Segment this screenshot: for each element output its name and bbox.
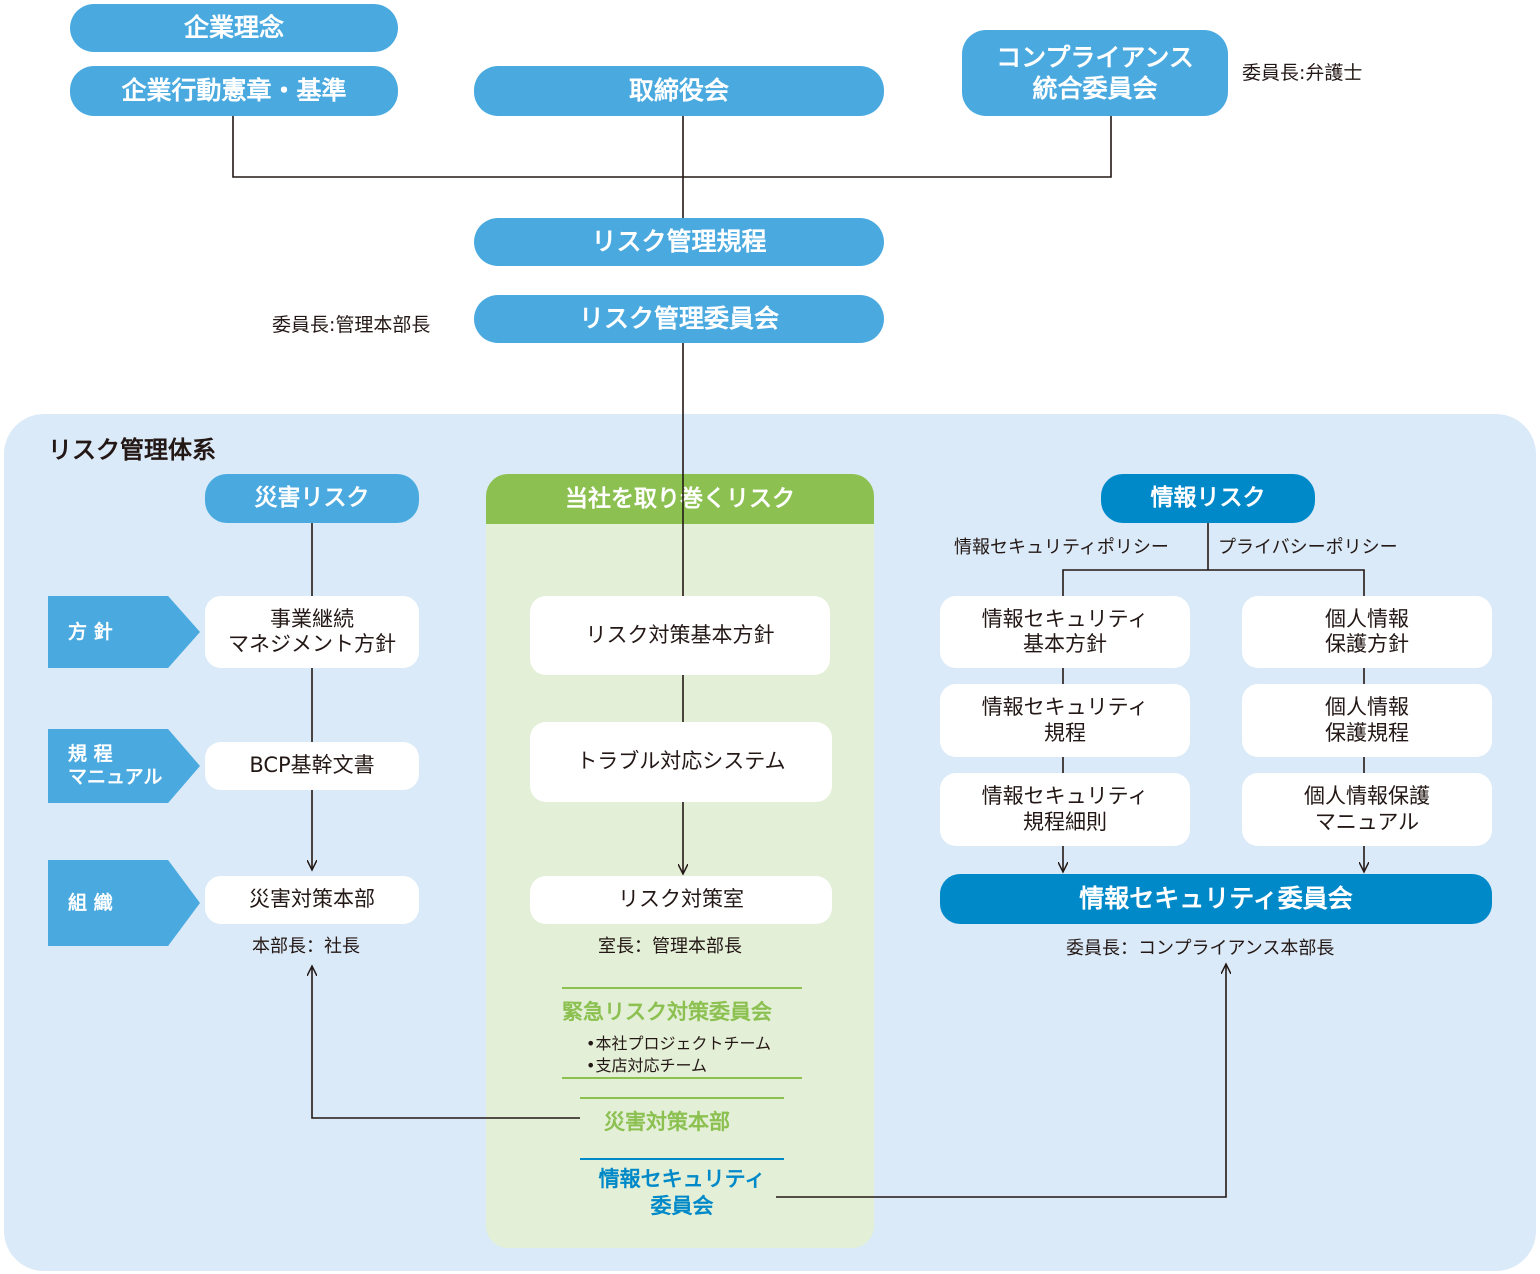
- infosec-rules-box: 情報セキュリティ 規程: [940, 684, 1190, 757]
- infosec-committee-chair-text: 委員長：コンプライアンス本部長: [1066, 938, 1335, 959]
- info-risk-header-label: 情報リスク: [1150, 485, 1266, 512]
- trouble-system-label: トラブル対応システム: [576, 749, 786, 774]
- bcp-document-box: BCP基幹文書: [205, 742, 419, 790]
- infosec-committee-box: 情報セキュリティ委員会: [940, 874, 1492, 924]
- privacy-manual-box: 個人情報保護 マニュアル: [1242, 773, 1492, 846]
- tag-policy: 方 針: [48, 596, 200, 668]
- privacy-policy-text: プライバシーポリシー: [1218, 537, 1398, 558]
- company-risk-header-label: 当社を取り巻くリスク: [565, 485, 795, 512]
- infosec-rules-label: 情報セキュリティ 規程: [981, 695, 1149, 745]
- risk-office-box: リスク対策室: [530, 876, 832, 924]
- privacy-rules-box: 個人情報 保護規程: [1242, 684, 1492, 757]
- privacy-policy-box: 個人情報 保護方針: [1242, 596, 1492, 668]
- risk-office-chair-text: 室長：管理本部長: [598, 936, 742, 957]
- tag-rules-manual: 規 程 マニュアル: [48, 729, 200, 803]
- risk-basic-policy-label: リスク対策基本方針: [585, 622, 775, 647]
- disaster-policy-label: 事業継続 マネジメント方針: [228, 606, 396, 656]
- center-infosec-committee-text: 情報セキュリティ 委員会: [598, 1167, 766, 1219]
- tag-organization: 組 織: [48, 860, 200, 946]
- infosec-policy-text: 情報セキュリティポリシー: [954, 537, 1169, 558]
- disaster-policy-box: 事業継続 マネジメント方針: [205, 596, 419, 668]
- tag-policy-label: 方 針: [68, 620, 113, 643]
- philosophy-box: 企業理念: [70, 4, 398, 52]
- tag-organization-label: 組 織: [68, 891, 113, 914]
- disaster-risk-header-label: 災害リスク: [254, 485, 370, 512]
- risk-committee-chair-text: 委員長:管理本部長: [272, 314, 431, 336]
- code-of-conduct-label: 企業行動憲章・基準: [121, 76, 347, 106]
- privacy-manual-label: 個人情報保護 マニュアル: [1304, 784, 1430, 834]
- disaster-hq-label: 災害対策本部: [249, 887, 375, 912]
- risk-committee-label: リスク管理委員会: [578, 304, 779, 334]
- disaster-hq-chair-text: 本部長：社長: [252, 936, 360, 957]
- board-box: 取締役会: [474, 66, 884, 116]
- infosec-basic-policy-box: 情報セキュリティ 基本方針: [940, 596, 1190, 668]
- trouble-system-box: トラブル対応システム: [530, 722, 832, 802]
- info-risk-header: 情報リスク: [1101, 474, 1315, 523]
- privacy-rules-label: 個人情報 保護規程: [1325, 695, 1409, 745]
- emergency-item-branch-team: •支店対応チーム: [586, 1056, 707, 1075]
- disaster-risk-header: 災害リスク: [205, 474, 419, 523]
- board-label: 取締役会: [628, 76, 729, 106]
- infosec-basic-policy-label: 情報セキュリティ 基本方針: [981, 606, 1149, 656]
- infosec-detailed-rules-box: 情報セキュリティ 規程細則: [940, 773, 1190, 846]
- privacy-policy-label: 個人情報 保護方針: [1325, 606, 1409, 656]
- risk-rules-box: リスク管理規程: [474, 218, 884, 266]
- emergency-item-hq-team: •本社プロジェクトチーム: [586, 1034, 771, 1053]
- risk-rules-label: リスク管理規程: [591, 227, 767, 257]
- compliance-committee-box: コンプライアンス 統合委員会: [962, 30, 1228, 116]
- infosec-detailed-rules-label: 情報セキュリティ 規程細則: [981, 784, 1149, 834]
- risk-committee-box: リスク管理委員会: [474, 295, 884, 343]
- center-disaster-hq-text: 災害対策本部: [604, 1110, 730, 1134]
- compliance-chair-text: 委員長:弁護士: [1242, 62, 1363, 84]
- emergency-committee-title: 緊急リスク対策委員会: [562, 1000, 772, 1024]
- compliance-committee-label: コンプライアンス 統合委員会: [996, 42, 1194, 103]
- philosophy-label: 企業理念: [183, 13, 284, 43]
- risk-office-label: リスク対策室: [618, 887, 744, 912]
- tag-rules-manual-label: 規 程 マニュアル: [68, 743, 163, 788]
- infosec-committee-label: 情報セキュリティ委員会: [1079, 884, 1353, 914]
- risk-basic-policy-box: リスク対策基本方針: [530, 596, 830, 675]
- disaster-hq-box: 災害対策本部: [205, 876, 419, 924]
- code-of-conduct-box: 企業行動憲章・基準: [70, 66, 398, 116]
- bcp-document-label: BCP基幹文書: [249, 753, 375, 778]
- company-risk-header: 当社を取り巻くリスク: [486, 474, 874, 524]
- risk-system-title: リスク管理体系: [48, 436, 216, 464]
